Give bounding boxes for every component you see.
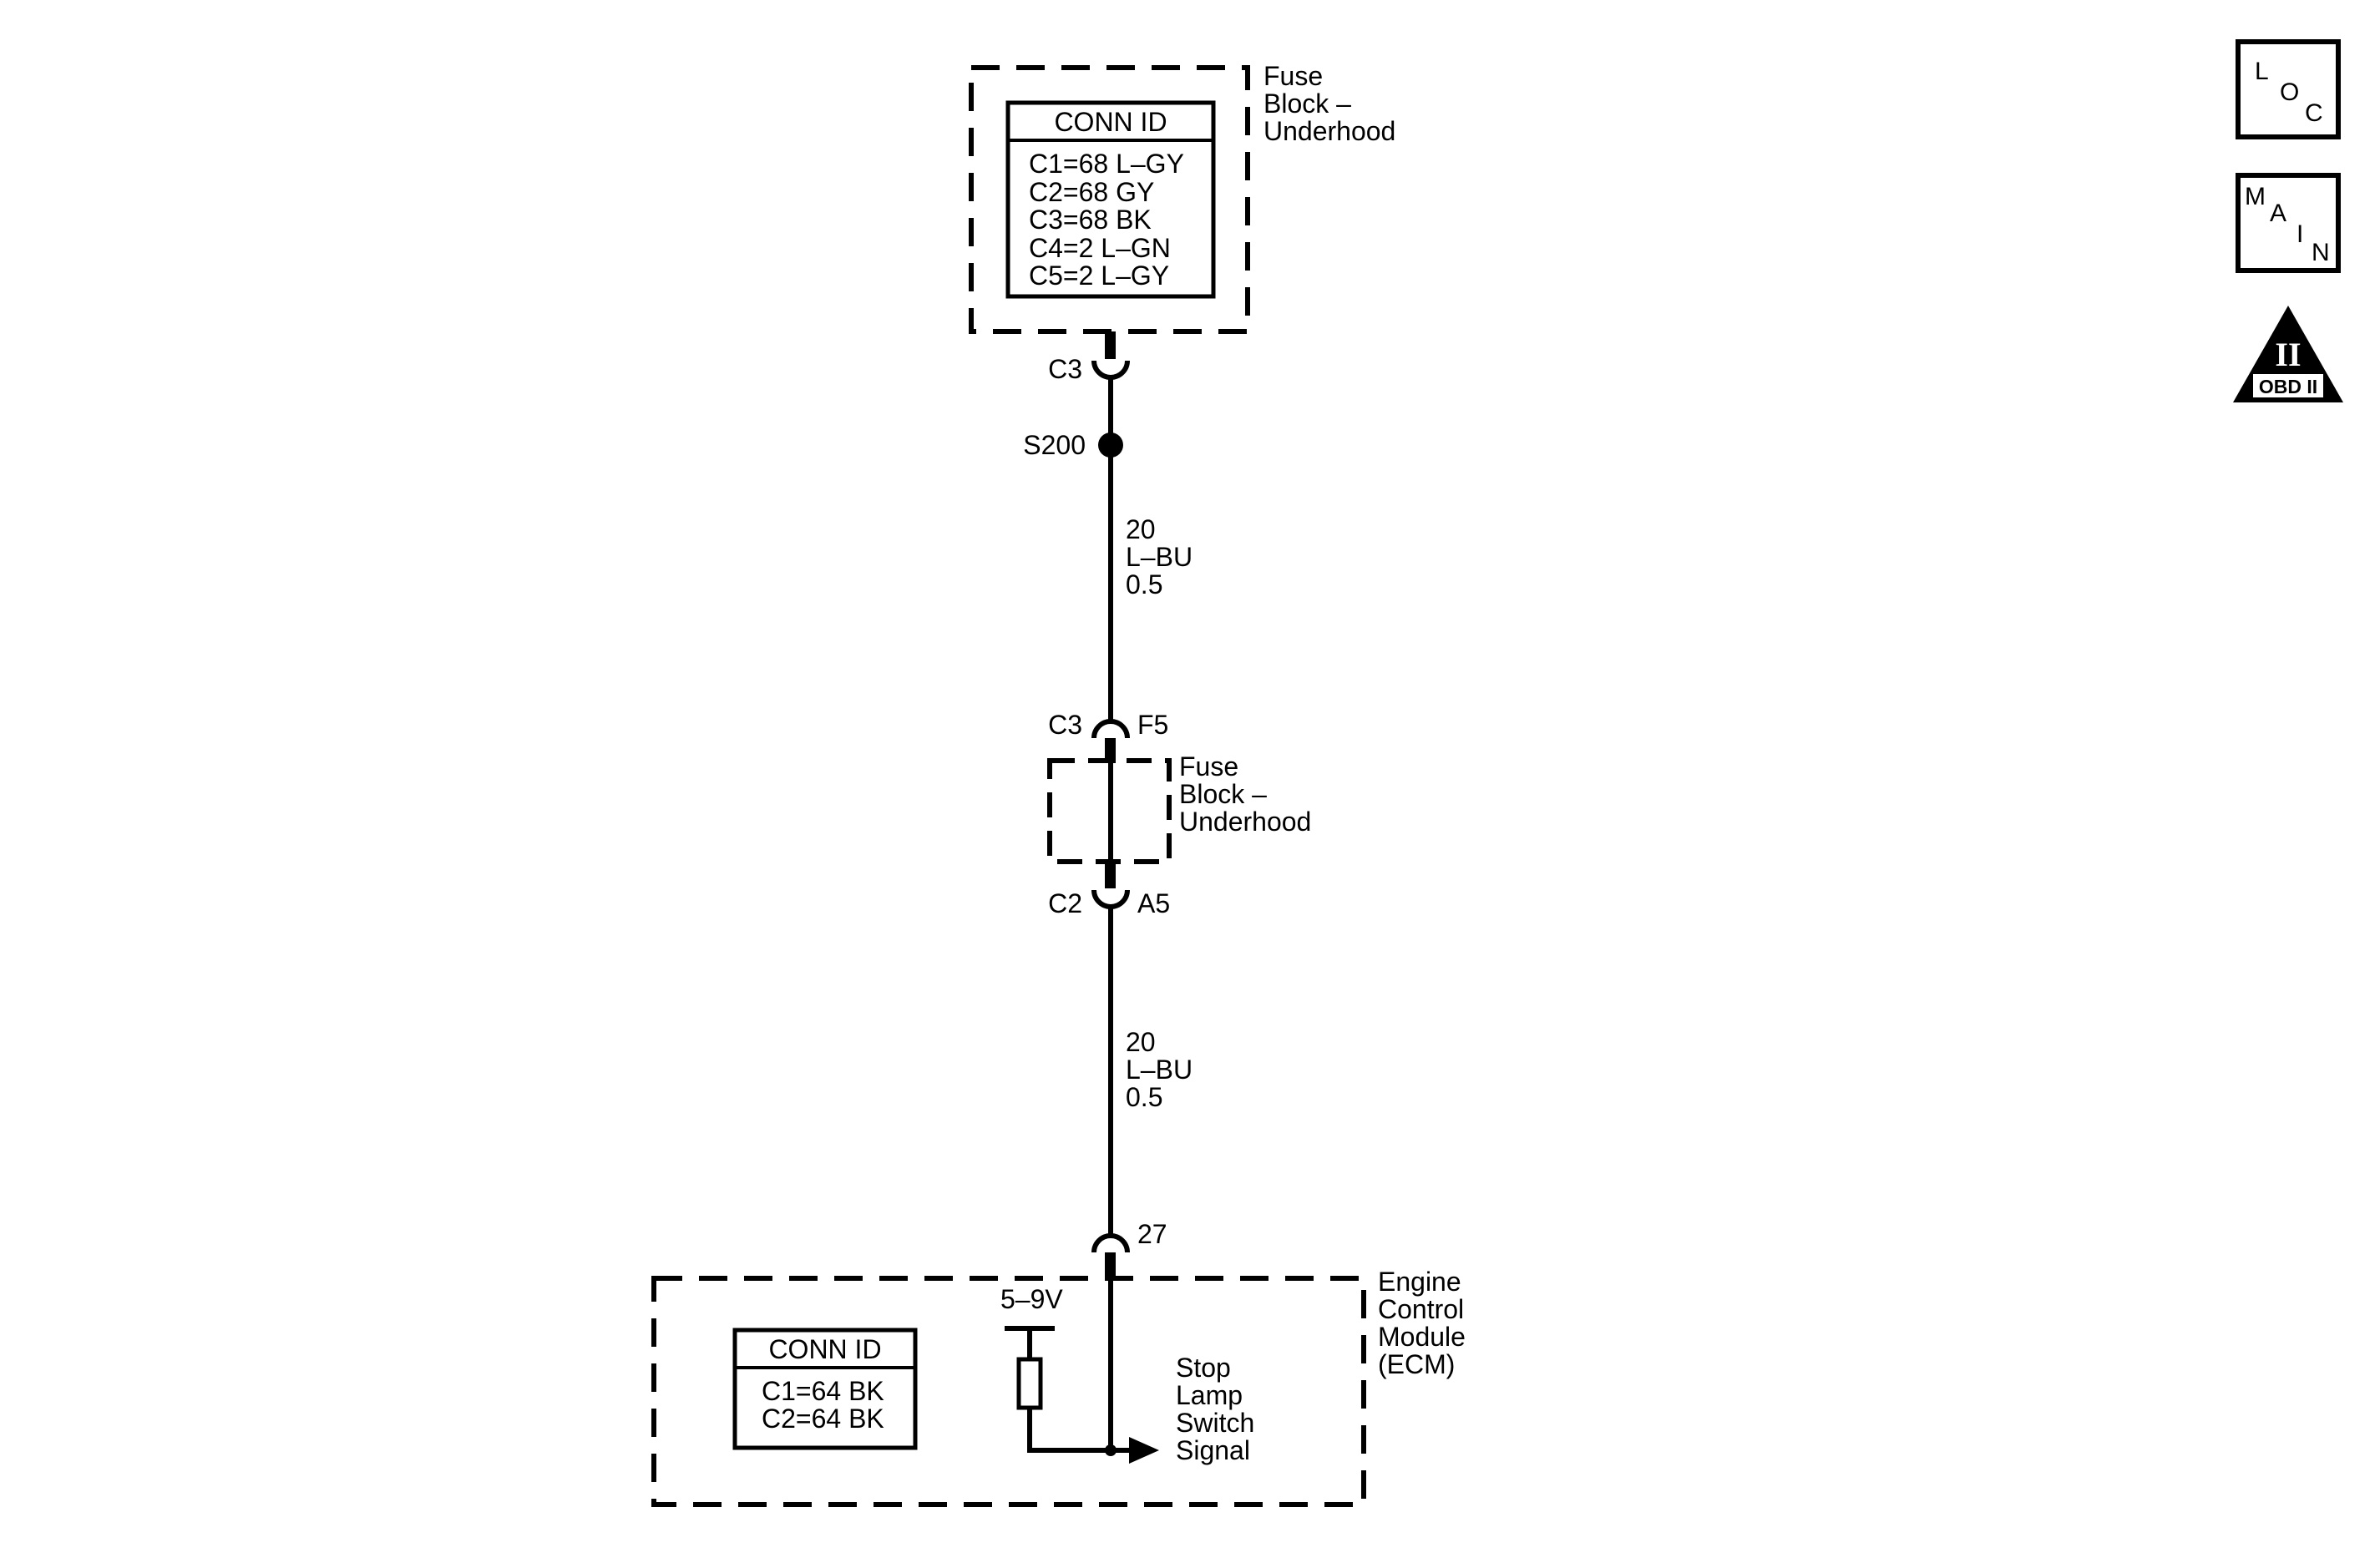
ecm-module: Engine Control Module (ECM) CONN ID C1=6… <box>651 1267 1466 1507</box>
wire-label-1: 20 L–BU 0.5 <box>1126 514 1193 599</box>
conn-id-row: C1=68 L–GY <box>1029 149 1184 179</box>
signal-label-line: Stop <box>1176 1353 1231 1383</box>
svg-text:O: O <box>2280 78 2299 106</box>
pin-label: F5 <box>1137 710 1168 740</box>
connector-label: C2 <box>1048 888 1082 918</box>
pin-label: A5 <box>1137 888 1170 918</box>
svg-text:N: N <box>2312 239 2330 266</box>
obd-ii-glyph: II <box>2275 336 2301 373</box>
signal-label-line: Signal <box>1176 1435 1250 1465</box>
svg-text:I: I <box>2296 220 2303 248</box>
conn-id-row: C2=68 GY <box>1029 177 1154 207</box>
wire-size: 0.5 <box>1126 1082 1162 1112</box>
svg-text:C: C <box>2305 99 2323 127</box>
signal-label-line: Lamp <box>1176 1380 1243 1410</box>
splice-s200: S200 <box>1023 430 1123 460</box>
module-name-line: Underhood <box>1263 116 1395 146</box>
wire-size: 0.5 <box>1126 569 1162 599</box>
conn-id-row: C1=64 BK <box>762 1376 884 1406</box>
ecm-connector-27: 27 <box>1091 1219 1167 1281</box>
module-name-line: Underhood <box>1179 807 1311 837</box>
module-name-line: Block – <box>1263 89 1351 119</box>
conn-id-title-top: CONN ID <box>1054 107 1167 137</box>
module-name-line: (ECM) <box>1378 1349 1455 1379</box>
main-icon[interactable]: M A I N <box>2236 173 2341 273</box>
svg-text:L: L <box>2255 58 2269 85</box>
loc-icon[interactable]: L O C <box>2236 39 2341 139</box>
conn-id-row: C3=68 BK <box>1029 205 1152 235</box>
obd-ii-label: OBD II <box>2259 376 2317 397</box>
conn-id-row: C2=64 BK <box>762 1404 884 1434</box>
connector-label: C3 <box>1048 710 1082 740</box>
conn-id-box-top <box>1005 100 1216 299</box>
wire-circuit: 20 <box>1126 1027 1156 1057</box>
wire-color: L–BU <box>1126 542 1193 572</box>
conn-id-row: C5=2 L–GY <box>1029 261 1169 291</box>
module-name-line: Fuse <box>1263 61 1323 91</box>
resistor <box>1016 1357 1043 1410</box>
splice-label: S200 <box>1023 430 1086 460</box>
conn-id-title-ecm: CONN ID <box>768 1334 881 1364</box>
svg-text:M: M <box>2245 183 2266 210</box>
module-name-line: Control <box>1378 1294 1464 1324</box>
module-name-line: Module <box>1378 1322 1466 1352</box>
signal-arrow-icon <box>1129 1437 1159 1464</box>
wire-label-2: 20 L–BU 0.5 <box>1126 1027 1193 1112</box>
module-name-line: Block – <box>1179 779 1267 809</box>
wire-circuit: 20 <box>1126 514 1156 544</box>
connector-c3-top: C3 <box>1048 331 1130 384</box>
fuse-block-top: CONN ID C1=68 L–GY C2=68 GY C3=68 BK C4=… <box>969 61 1395 334</box>
conn-id-row: C4=2 L–GN <box>1029 233 1171 263</box>
fuse-block-middle: C3 F5 C2 A5 Fuse Block – Underhood <box>1047 710 1311 918</box>
svg-text:A: A <box>2270 200 2286 227</box>
wire-color: L–BU <box>1126 1055 1193 1085</box>
connector-label: C3 <box>1048 354 1082 384</box>
obd-ii-icon[interactable]: II OBD II <box>2233 306 2343 402</box>
module-name-line: Fuse <box>1179 751 1238 782</box>
signal-label-line: Switch <box>1176 1408 1254 1438</box>
ecm-outline <box>651 1276 1366 1507</box>
voltage-label: 5–9V <box>1000 1284 1063 1314</box>
conn-id-box-ecm <box>732 1328 918 1450</box>
module-name-line: Engine <box>1378 1267 1461 1297</box>
pin-label: 27 <box>1137 1219 1167 1249</box>
